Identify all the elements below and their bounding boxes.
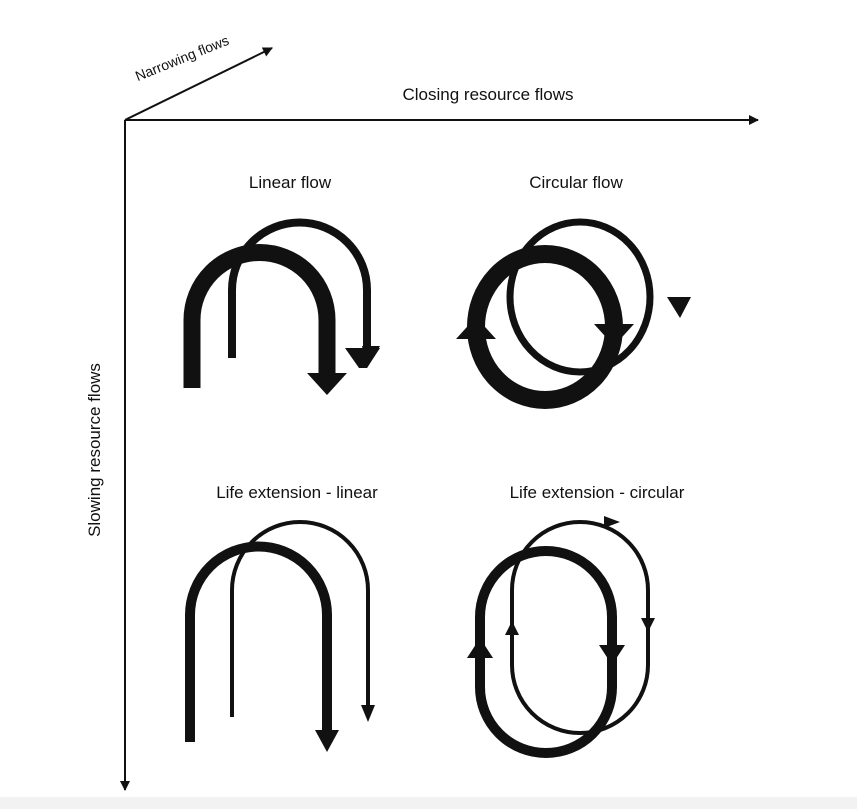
life-extension-circular-diagram xyxy=(467,516,655,758)
closing-flows-label: Closing resource flows xyxy=(402,85,574,104)
linear-flow-diagram xyxy=(183,218,380,395)
bottom-band xyxy=(0,797,857,809)
panel-title-life-extension-linear: Life extension - linear xyxy=(216,483,378,502)
slowing-flows-label: Slowing resource flows xyxy=(85,363,104,537)
circular-flow-diagram xyxy=(456,218,691,409)
narrowing-axis-arrow xyxy=(124,47,273,121)
life-extension-linear-diagram xyxy=(185,520,375,752)
panel-title-linear: Linear flow xyxy=(248,173,332,192)
panel-title-life-extension-circular: Life extension - circular xyxy=(509,483,685,502)
panel-title-circular: Circular flow xyxy=(529,173,623,192)
